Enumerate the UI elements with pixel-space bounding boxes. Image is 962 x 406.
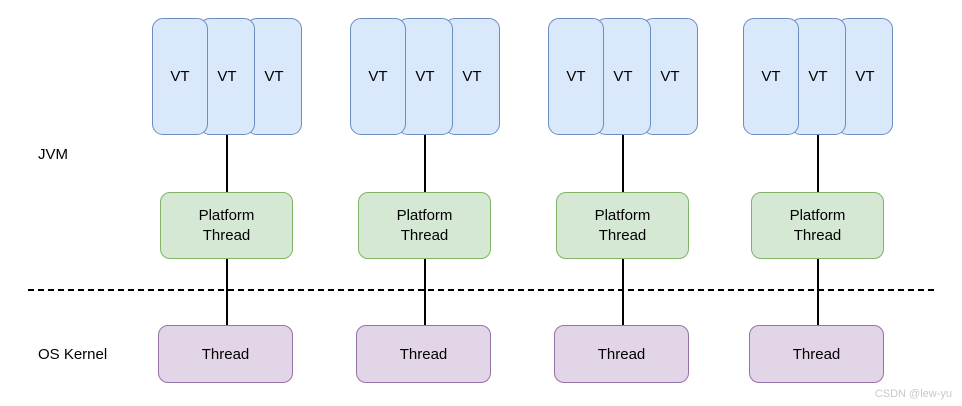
os-thread-box[interactable]: Thread <box>356 325 491 383</box>
connector-vt-to-platform <box>424 135 426 192</box>
virtual-thread-box[interactable]: VT <box>548 18 604 135</box>
connector-vt-to-platform <box>817 135 819 192</box>
connector-vt-to-platform <box>622 135 624 192</box>
layer-label-os-kernel: OS Kernel <box>38 346 108 363</box>
virtual-thread-stack: VT VT VT <box>350 18 500 135</box>
virtual-thread-box[interactable]: VT <box>595 18 651 135</box>
jvm-os-divider-line <box>28 289 934 291</box>
watermark-text: CSDN @lew-yu <box>874 388 952 400</box>
os-thread-box[interactable]: Thread <box>554 325 689 383</box>
virtual-thread-box[interactable]: VT <box>350 18 406 135</box>
virtual-thread-box[interactable]: VT <box>642 18 698 135</box>
virtual-thread-box[interactable]: VT <box>790 18 846 135</box>
thread-group-1: VT VT VT Platform Thread Thread <box>152 0 350 406</box>
platform-thread-box[interactable]: Platform Thread <box>751 192 884 259</box>
virtual-thread-box[interactable]: VT <box>444 18 500 135</box>
platform-thread-box[interactable]: Platform Thread <box>358 192 491 259</box>
platform-thread-label-line2: Thread <box>400 226 449 244</box>
platform-thread-label-line2: Thread <box>598 226 647 244</box>
virtual-thread-stack: VT VT VT <box>152 18 302 135</box>
thread-group-2: VT VT VT Platform Thread Thread <box>350 0 548 406</box>
virtual-thread-stack: VT VT VT <box>548 18 698 135</box>
platform-thread-label-line2: Thread <box>202 226 251 244</box>
os-thread-box[interactable]: Thread <box>158 325 293 383</box>
thread-group-3: VT VT VT Platform Thread Thread <box>548 0 746 406</box>
thread-group-4: VT VT VT Platform Thread Thread <box>743 0 941 406</box>
platform-thread-label-line1: Platform <box>198 206 255 224</box>
connector-vt-to-platform <box>226 135 228 192</box>
platform-thread-box[interactable]: Platform Thread <box>160 192 293 259</box>
layer-label-jvm: JVM <box>38 146 68 163</box>
virtual-thread-box[interactable]: VT <box>837 18 893 135</box>
virtual-thread-box[interactable]: VT <box>152 18 208 135</box>
virtual-thread-box[interactable]: VT <box>743 18 799 135</box>
connector-platform-to-os <box>622 259 624 325</box>
platform-thread-label-line1: Platform <box>789 206 846 224</box>
connector-platform-to-os <box>817 259 819 325</box>
platform-thread-box[interactable]: Platform Thread <box>556 192 689 259</box>
os-thread-box[interactable]: Thread <box>749 325 884 383</box>
platform-thread-label-line2: Thread <box>793 226 842 244</box>
connector-platform-to-os <box>226 259 228 325</box>
platform-thread-label-line1: Platform <box>396 206 453 224</box>
connector-platform-to-os <box>424 259 426 325</box>
virtual-thread-box[interactable]: VT <box>246 18 302 135</box>
platform-thread-label-line1: Platform <box>594 206 651 224</box>
virtual-thread-stack: VT VT VT <box>743 18 893 135</box>
